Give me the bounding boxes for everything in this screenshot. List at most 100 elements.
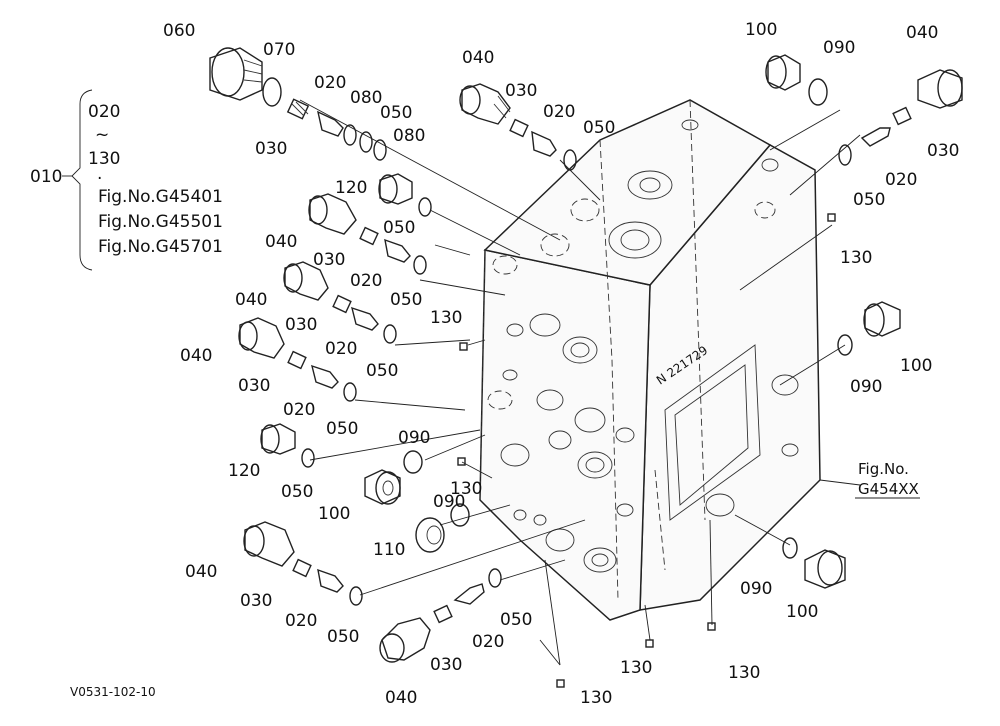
callout-050: 050 — [366, 361, 398, 381]
kit-dot: · — [97, 169, 102, 189]
o-ring-050d — [418, 197, 432, 217]
callout-130: 130 — [728, 663, 760, 683]
o-ring-050e — [413, 255, 427, 275]
parts — [209, 47, 963, 688]
callout-090: 090 — [433, 492, 465, 512]
callout-080: 080 — [393, 126, 425, 146]
spring-030-h — [433, 604, 453, 624]
callout-070: 070 — [263, 40, 295, 60]
assembly-lines — [299, 99, 861, 666]
callout-090: 090 — [398, 428, 430, 448]
callout-020: 020 — [350, 271, 382, 291]
plug-120-lower — [260, 423, 296, 455]
body-ref-line1: Fig.No. — [858, 460, 909, 478]
callout-040: 040 — [235, 290, 267, 310]
o-ring-050i — [349, 586, 363, 606]
o-ring-080a — [343, 124, 357, 146]
plug-100-right — [863, 301, 901, 337]
o-ring-050b — [563, 149, 577, 171]
callout-130: 130 — [620, 658, 652, 678]
callout-030: 030 — [505, 81, 537, 101]
plug-040-g — [379, 617, 431, 663]
o-ring-090c — [403, 450, 423, 474]
callout-030: 030 — [240, 591, 272, 611]
o-ring-050h — [301, 448, 315, 468]
callout-020: 020 — [543, 102, 575, 122]
callout-020: 020 — [283, 400, 315, 420]
spring-030-d — [359, 226, 379, 246]
valve-body: N 221729 — [479, 99, 821, 621]
o-ring-050g — [343, 382, 357, 402]
callout-050: 050 — [390, 290, 422, 310]
callout-100: 100 — [318, 504, 350, 524]
o-ring-080b — [373, 139, 387, 161]
kit-fig-2: Fig.No.G45501 — [98, 212, 223, 232]
callout-050: 050 — [327, 627, 359, 647]
callout-080: 080 — [350, 88, 382, 108]
callout-040: 040 — [462, 48, 494, 68]
spring-030-g — [292, 558, 312, 578]
body-ref-line2: G454XX — [858, 480, 919, 498]
plug-130f — [556, 679, 565, 688]
callout-130: 130 — [430, 308, 462, 328]
plug-060 — [209, 47, 263, 101]
callout-030: 030 — [285, 315, 317, 335]
callout-040: 040 — [185, 562, 217, 582]
callout-090: 090 — [823, 38, 855, 58]
callout-040: 040 — [265, 232, 297, 252]
callout-020: 020 — [314, 73, 346, 93]
callout-050: 050 — [853, 190, 885, 210]
poppet-020-c — [860, 127, 891, 147]
callout-100: 100 — [900, 356, 932, 376]
callout-050: 050 — [281, 482, 313, 502]
poppet-020-f — [311, 364, 339, 389]
callout-060: 060 — [163, 21, 195, 41]
o-ring-050j — [488, 568, 502, 588]
plug-040-top — [459, 83, 511, 125]
plug-100-center — [364, 469, 401, 505]
callout-050: 050 — [500, 610, 532, 630]
poppet-020-g — [317, 568, 344, 593]
spring-030-c — [892, 106, 912, 126]
callout-050: 050 — [383, 218, 415, 238]
callout-030: 030 — [313, 250, 345, 270]
poppet-020-e — [351, 306, 379, 331]
callout-130: 130 — [580, 688, 612, 708]
poppet-020-h — [453, 583, 485, 605]
callout-020: 020 — [285, 611, 317, 631]
callout-020: 020 — [325, 339, 357, 359]
callout-050: 050 — [380, 103, 412, 123]
callout-090: 090 — [850, 377, 882, 397]
plug-130a — [827, 213, 836, 222]
o-ring-090-top — [808, 78, 828, 106]
o-ring-090e — [782, 537, 798, 559]
plug-100-bottom-right — [804, 549, 846, 589]
plug-120-upper — [378, 173, 413, 205]
kit-range-from: 020 — [88, 102, 120, 122]
plug-040-d — [283, 261, 329, 301]
callout-020: 020 — [472, 632, 504, 652]
plug-040-c — [308, 193, 357, 235]
body-reference: Fig.No. G454XX — [855, 460, 920, 499]
callout-labels: 060 070 020 080 050 080 030 040 030 020 … — [163, 20, 959, 708]
callout-030: 030 — [430, 655, 462, 675]
plug-110 — [415, 517, 445, 553]
plug-040-e — [238, 317, 285, 359]
callout-130: 130 — [840, 248, 872, 268]
callout-020: 020 — [885, 170, 917, 190]
plug-130e — [707, 622, 716, 631]
callout-040: 040 — [906, 23, 938, 43]
o-ring-090d — [450, 503, 470, 527]
spring-030-top — [286, 98, 310, 120]
callout-040: 040 — [180, 346, 212, 366]
callout-050: 050 — [326, 419, 358, 439]
kit-fig-1: Fig.No.G45401 — [98, 187, 223, 207]
o-ring-050c — [838, 144, 852, 166]
o-ring-090b — [837, 334, 853, 356]
o-ring-050f — [383, 324, 397, 344]
kit-code: 010 — [30, 167, 62, 187]
kit-range-to: 130 — [88, 149, 120, 169]
callout-120: 120 — [335, 178, 367, 198]
